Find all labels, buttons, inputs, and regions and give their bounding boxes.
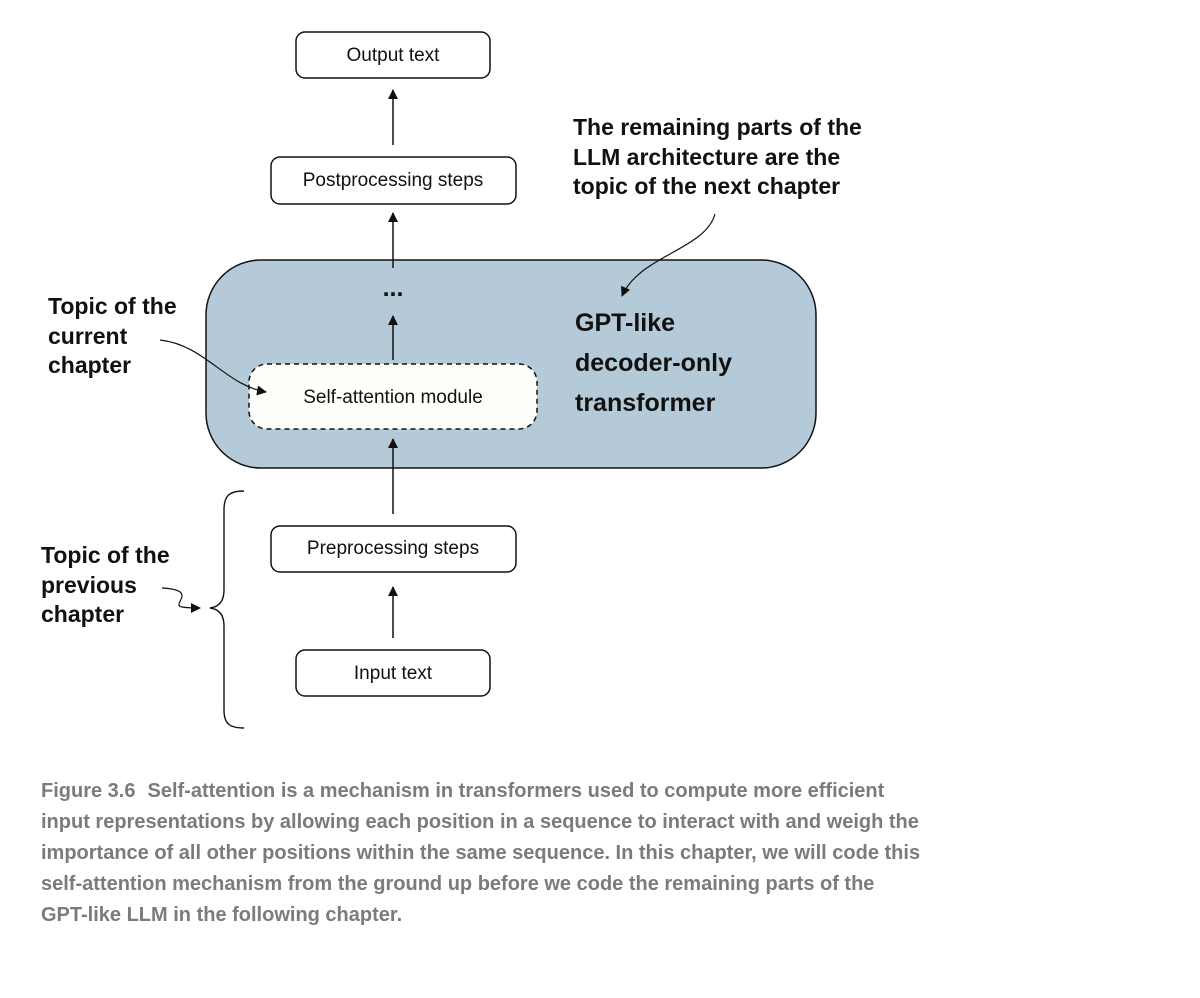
- curly-brace: [209, 490, 245, 729]
- architecture-diagram: Output text Postprocessing steps Self-at…: [41, 31, 862, 729]
- current-chapter-callout-line-2: current: [48, 323, 128, 349]
- previous-chapter-callout-arrow: [161, 587, 201, 613]
- self-attention-label: Self-attention module: [303, 387, 483, 408]
- transformer-label-line-3: transformer: [575, 389, 716, 417]
- preprocessing-label: Preprocessing steps: [307, 538, 479, 559]
- previous-chapter-callout-line-2: previous: [41, 572, 137, 598]
- next-chapter-callout-arrow: [621, 213, 716, 297]
- input-text-label: Input text: [354, 663, 433, 684]
- output-text-label: Output text: [347, 45, 441, 66]
- next-chapter-callout-line-1: The remaining parts of the: [573, 114, 862, 140]
- current-chapter-callout-line-1: Topic of the: [48, 293, 177, 319]
- previous-chapter-callout-line-1: Topic of the: [41, 542, 170, 568]
- transformer-label-line-2: decoder-only: [575, 349, 732, 377]
- next-chapter-callout-line-2: LLM architecture are the: [573, 144, 840, 170]
- ellipsis-label: ...: [383, 274, 404, 302]
- previous-chapter-callout-line-3: chapter: [41, 601, 124, 627]
- figure-number: Figure 3.6: [41, 780, 136, 802]
- transformer-label-line-1: GPT-like: [575, 309, 675, 337]
- current-chapter-callout-line-3: chapter: [48, 352, 131, 378]
- input-text-box: [295, 649, 491, 697]
- caption-text: Self-attention is a mechanism in transfo…: [41, 780, 921, 926]
- next-chapter-callout-line-3: topic of the next chapter: [573, 173, 840, 199]
- postprocessing-box: [270, 156, 517, 205]
- self-attention-module-box: [248, 363, 538, 430]
- output-text-box: [295, 31, 491, 79]
- postprocessing-label: Postprocessing steps: [303, 170, 484, 191]
- current-chapter-callout-arrow: [159, 339, 267, 396]
- preprocessing-box: [270, 525, 517, 573]
